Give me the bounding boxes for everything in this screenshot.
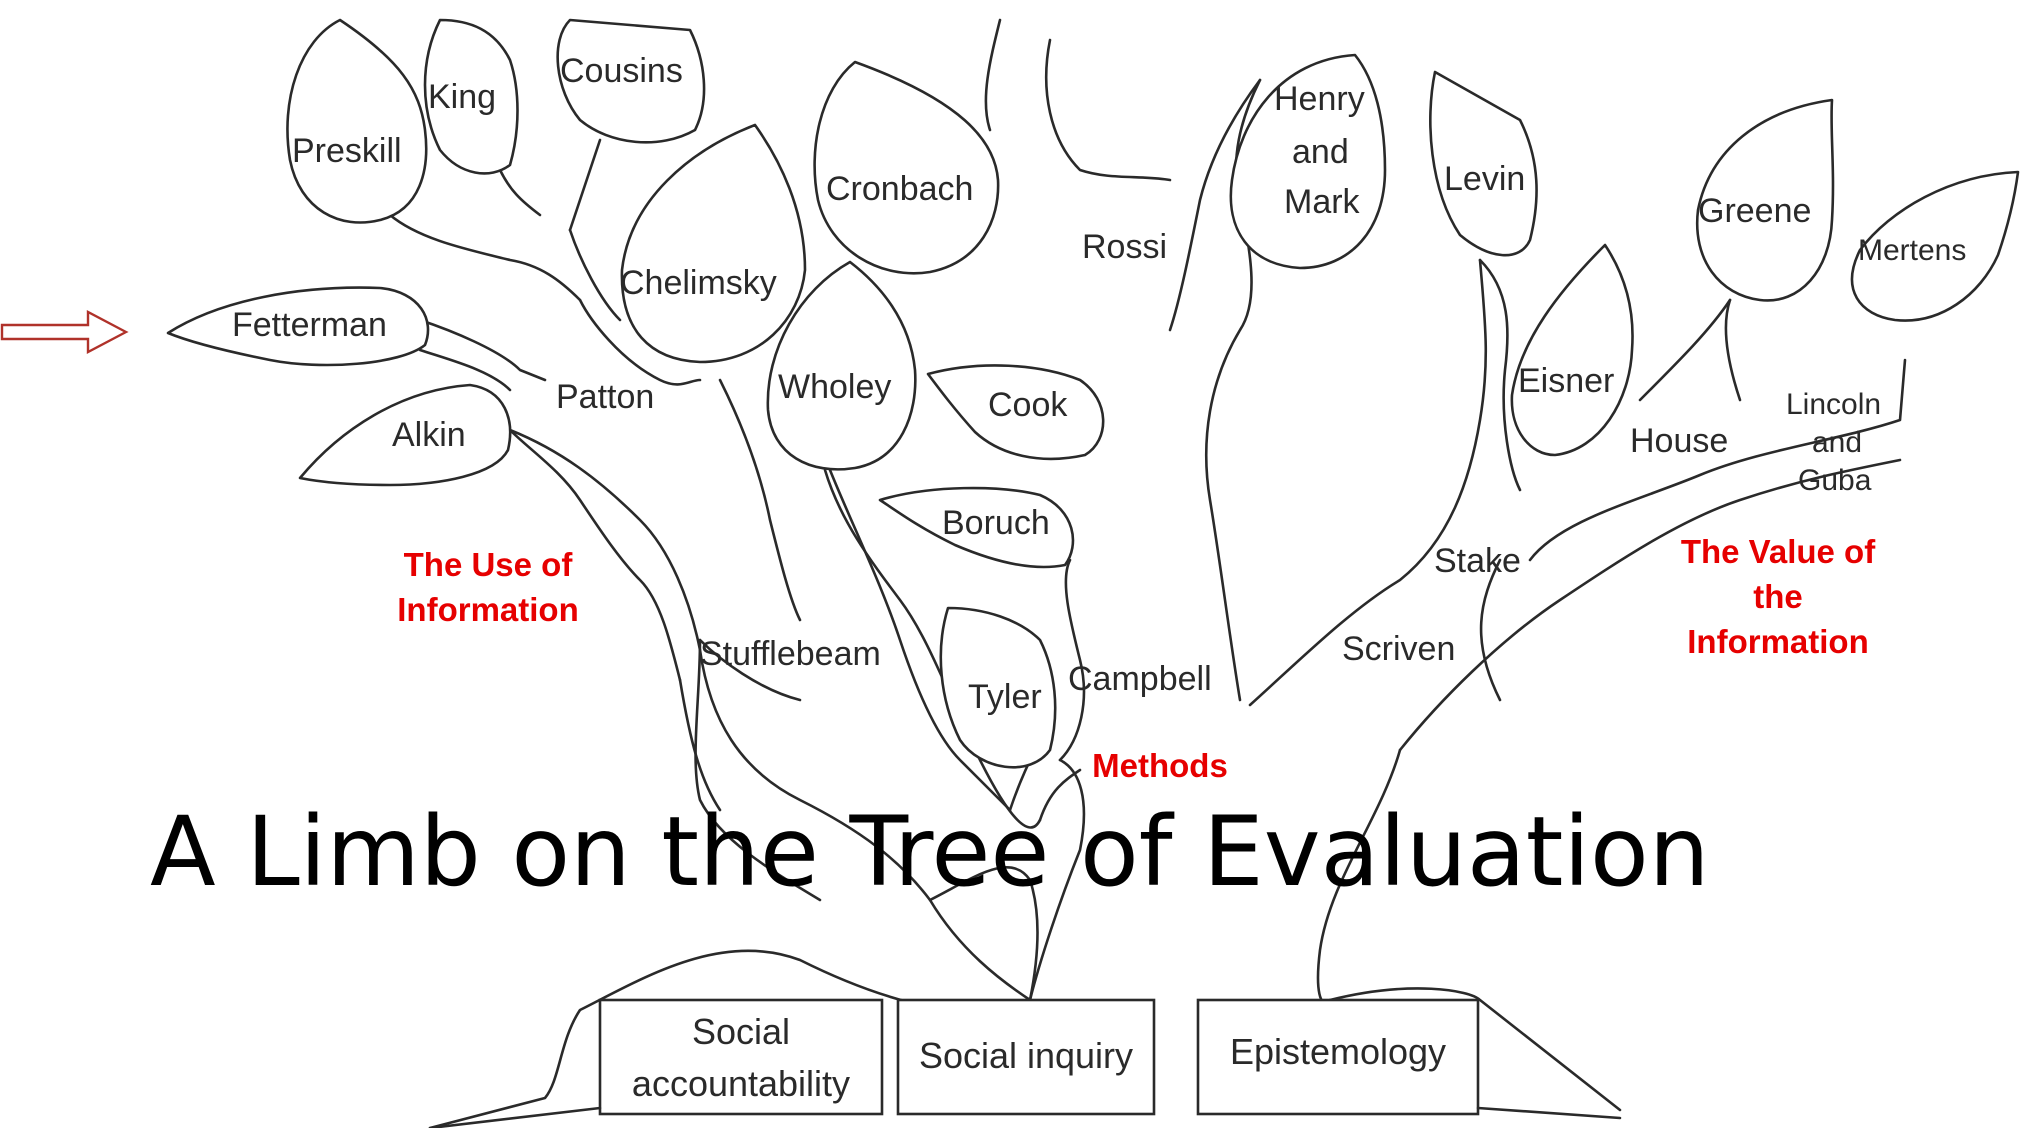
category-value-line3: Information [1687,623,1868,660]
theorist-guba: Guba [1798,464,1872,497]
root-epistemology: Epistemology [1196,998,1480,1116]
theorist-house: House [1630,422,1728,460]
leaf-fetterman: Fetterman [166,286,430,367]
theorist-rossi: Rossi [1082,228,1167,266]
root-social-inquiry: Social inquiry [896,998,1156,1116]
theorist-cook: Cook [988,386,1068,424]
leaf-wholey: Wholey [766,260,917,471]
theorist-chelimsky: Chelimsky [620,264,777,302]
root-accountability: Social accountability [598,998,884,1116]
category-value-line1: The Value of [1681,533,1876,570]
leaf-alkin: Alkin [298,383,512,487]
category-use-line2: Information [397,591,578,628]
theorist-tyler: Tyler [968,678,1042,716]
leaf-henry-mark: Henry and Mark [1229,53,1387,270]
theorist-king: King [428,78,496,116]
ground-line [428,1106,1622,1128]
leaf-eisner: Eisner [1510,243,1634,457]
theorist-and-2: and [1812,426,1862,459]
leaf-tyler: Tyler [939,606,1057,769]
theorist-mark: Mark [1284,183,1361,221]
theorist-eisner: Eisner [1518,362,1614,400]
root-inquiry-label: Social inquiry [919,1035,1133,1076]
leaf-mertens: Mertens [1850,170,2020,322]
theorist-alkin: Alkin [392,416,466,454]
theorist-and: and [1292,133,1349,171]
theorist-greene: Greene [1698,192,1811,230]
theorist-stake: Stake [1434,542,1521,580]
theorist-cousins: Cousins [560,52,683,90]
theorist-scriven: Scriven [1342,630,1455,668]
leaf-cousins: Cousins [556,18,706,144]
page-title: A Limb on the Tree of Evaluation [150,796,1710,908]
category-value-line2: the [1753,578,1803,615]
theorist-preskill: Preskill [292,132,402,170]
theorist-fetterman: Fetterman [232,306,387,344]
right-arrow-icon [0,310,129,354]
leaf-levin: Levin [1429,70,1538,257]
leaf-boruch: Boruch [878,486,1075,569]
root-accountability-line2: accountability [632,1063,850,1104]
theorist-boruch: Boruch [942,504,1050,542]
leaf-king: King [423,18,519,175]
theorist-campbell: Campbell [1068,660,1212,698]
leaf-preskill: Preskill [286,18,428,224]
leaf-greene: Greene [1695,98,1835,302]
category-methods: Methods [1092,747,1228,784]
root-accountability-line1: Social [692,1011,790,1052]
theorist-stufflebeam: Stufflebeam [700,635,881,673]
theorist-henry: Henry [1274,80,1365,118]
theorist-levin: Levin [1444,160,1525,198]
leaf-chelimsky: Chelimsky [620,123,807,364]
leaf-cronbach: Cronbach [813,60,1000,275]
theorist-cronbach: Cronbach [826,170,973,208]
theorist-lincoln: Lincoln [1786,388,1881,421]
theorist-mertens: Mertens [1858,234,1966,267]
category-use-line1: The Use of [404,546,574,583]
leaf-cook: Cook [926,364,1105,461]
theorist-wholey: Wholey [778,368,891,406]
theorist-patton: Patton [556,378,654,416]
tree-trunk [388,18,1907,1128]
root-epistemology-label: Epistemology [1230,1031,1446,1072]
